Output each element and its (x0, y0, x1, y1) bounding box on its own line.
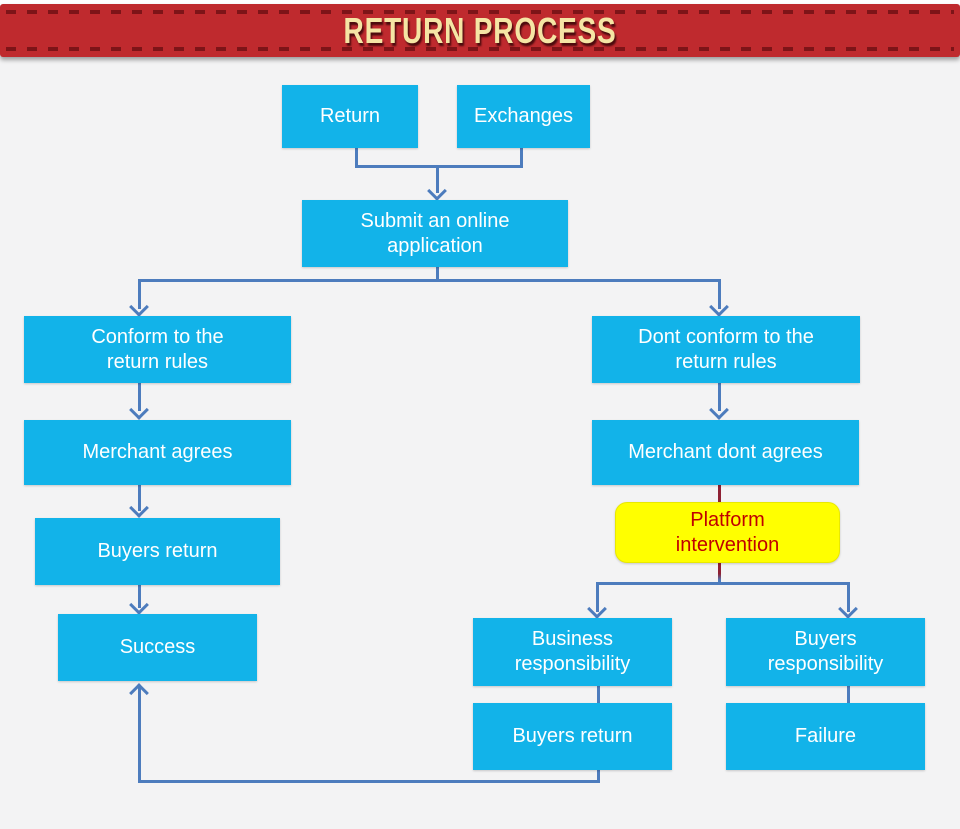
arrowhead-success-bottom (129, 683, 149, 703)
node-buyers-return-left: Buyers return (35, 518, 280, 585)
connector-platform-down (718, 561, 721, 584)
connector-loop-horizontal (138, 780, 600, 783)
arrowhead-merchant-agrees (129, 400, 149, 420)
title-banner: RETURN PROCESS (0, 4, 960, 57)
node-failure: Failure (726, 703, 925, 770)
arrowhead-buyers-resp (838, 599, 858, 619)
connector-to-merchant-agrees (138, 383, 141, 411)
connector-to-buyers-resp (847, 582, 850, 612)
connector-to-buyers-return2 (597, 686, 600, 704)
arrowhead-conform (129, 297, 149, 317)
banner-dash-top (6, 10, 954, 14)
node-business-responsibility: Business responsibility (473, 618, 672, 686)
node-merchant-agrees: Merchant agrees (24, 420, 291, 485)
node-exchanges: Exchanges (457, 85, 590, 148)
node-return: Return (282, 85, 418, 148)
arrowhead-merchant-dont (709, 400, 729, 420)
node-merchant-dont-agrees: Merchant dont agrees (592, 420, 859, 485)
node-conform-rules: Conform to the return rules (24, 316, 291, 383)
node-platform-intervention: Platform intervention (615, 502, 840, 563)
connector-to-buyers-return (138, 485, 141, 511)
connector-to-success (138, 585, 141, 608)
arrowhead-buyers-return (129, 498, 149, 518)
connector-loop-down (597, 770, 600, 783)
connector-merge-horizontal (355, 165, 523, 168)
connector-loop-up (138, 687, 141, 783)
node-submit-application: Submit an online application (302, 200, 568, 267)
arrowhead-success (129, 595, 149, 615)
node-success: Success (58, 614, 257, 681)
connector-branch-horizontal (138, 279, 721, 282)
connector-to-platform (718, 485, 721, 503)
connector-to-conform (138, 279, 141, 309)
page-title: RETURN PROCESS (343, 9, 617, 51)
connector-to-merchant-dont (718, 383, 721, 411)
banner-dash-bottom (6, 47, 954, 51)
connector-to-business-resp (596, 582, 599, 612)
connector-submit-stub (436, 267, 439, 282)
connector-to-failure (847, 686, 850, 704)
connector-to-submit (436, 165, 439, 193)
arrowhead-business-resp (587, 599, 607, 619)
connector-return-stub (355, 148, 358, 168)
connector-exchanges-stub (520, 148, 523, 168)
connector-split-horizontal (596, 582, 850, 585)
node-dont-conform-rules: Dont conform to the return rules (592, 316, 860, 383)
arrowhead-submit (427, 181, 447, 201)
node-buyers-responsibility: Buyers responsibility (726, 618, 925, 686)
arrowhead-dont-conform (709, 297, 729, 317)
node-buyers-return-right: Buyers return (473, 703, 672, 770)
connector-to-dont-conform (718, 279, 721, 309)
top-margin (0, 0, 960, 5)
